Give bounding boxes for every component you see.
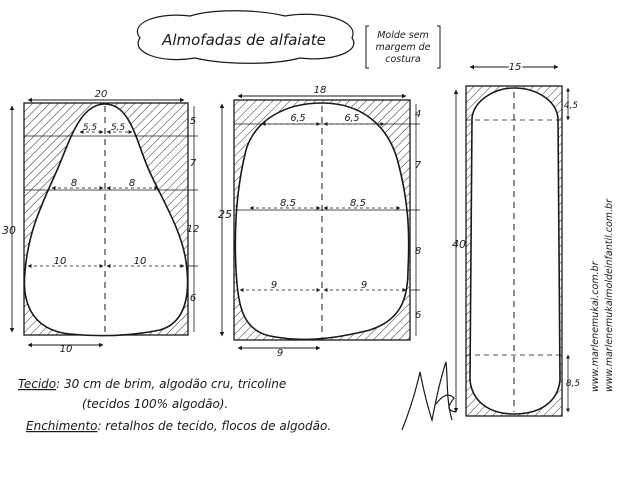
piece-2-half-3-left: 9 bbox=[271, 280, 277, 291]
piece-1-half-2-left: 8 bbox=[71, 178, 77, 189]
enchimento-label: Enchimento bbox=[26, 419, 97, 433]
piece-2-half-3-right: 9 bbox=[361, 280, 367, 291]
materials-notes: Tecido: 30 cm de brim, algodão cru, tric… bbox=[18, 377, 331, 433]
piece-1-half-top-right: 5,5 bbox=[111, 123, 126, 133]
piece-3-bottom-seg: 8,5 bbox=[566, 379, 581, 389]
enchimento-text: : retalhos de tecido, flocos de algodão. bbox=[97, 419, 331, 433]
piece-3-height: 40 bbox=[452, 238, 466, 251]
piece-1-shape bbox=[23, 103, 189, 337]
piece-1-width: 20 bbox=[95, 89, 108, 100]
piece-1-seg-4: 6 bbox=[190, 293, 196, 304]
note-line-3: costura bbox=[385, 54, 421, 65]
tecido-text: : 30 cm de brim, algodão cru, tricoline bbox=[56, 377, 286, 391]
piece-1-half-2-right: 8 bbox=[129, 178, 135, 189]
piece-1-seg-2: 7 bbox=[190, 158, 197, 169]
tecido-label: Tecido bbox=[18, 377, 56, 391]
piece-2-height: 25 bbox=[218, 208, 232, 221]
svg-text:Enchimento: retalhos de tecido: Enchimento: retalhos de tecido, flocos d… bbox=[26, 419, 331, 433]
piece-3-width: 15 bbox=[509, 62, 522, 73]
svg-text:Tecido: 30 cm de brim, algodão: Tecido: 30 cm de brim, algodão cru, tric… bbox=[18, 377, 286, 391]
piece-1-half-3-right: 10 bbox=[134, 256, 147, 267]
piece-2: 18 6,5 6,5 8,5 8,5 9 9 9 25 4 7 8 6 bbox=[218, 85, 422, 359]
piece-2-half-2-left: 8,5 bbox=[280, 198, 296, 209]
piece-2-bottom: 9 bbox=[277, 348, 283, 359]
piece-2-half-top-right: 6,5 bbox=[344, 113, 359, 124]
piece-1-seg-3: 12 bbox=[187, 224, 200, 235]
signature-scribble bbox=[401, 361, 457, 431]
piece-1-bottom: 10 bbox=[60, 344, 73, 355]
piece-3-top-seg: 4,5 bbox=[564, 101, 579, 111]
note-line-1: Molde sem bbox=[377, 30, 429, 41]
title-cloud: Almofadas de alfaiate bbox=[137, 10, 355, 64]
piece-1: 20 5,5 5,5 8 8 10 10 10 30 5 7 12 6 bbox=[2, 89, 199, 355]
piece-2-width: 18 bbox=[314, 85, 327, 96]
piece-2-seg-4: 6 bbox=[415, 310, 421, 321]
piece-3-shape bbox=[469, 87, 561, 415]
piece-2-half-2-right: 8,5 bbox=[350, 198, 366, 209]
piece-2-half-top-left: 6,5 bbox=[290, 113, 305, 124]
piece-2-seg-3: 8 bbox=[415, 246, 421, 257]
piece-1-height: 30 bbox=[2, 224, 16, 237]
piece-1-half-3-left: 10 bbox=[54, 256, 67, 267]
tecido-text-2: (tecidos 100% algodão). bbox=[82, 397, 228, 411]
piece-2-seg-1: 4 bbox=[415, 109, 421, 120]
piece-2-seg-2: 7 bbox=[415, 160, 422, 171]
title-text: Almofadas de alfaiate bbox=[161, 31, 326, 49]
note-line-2: margem de bbox=[375, 42, 430, 53]
piece-3: 15 40 4,5 8,5 bbox=[452, 60, 581, 417]
side-url-2: www.marlenemukaimoldeinfantil.com.br bbox=[604, 198, 615, 392]
piece-1-half-top-left: 5,5 bbox=[83, 123, 98, 133]
piece-1-seg-1: 5 bbox=[190, 116, 196, 127]
note-box: Molde sem margem de costura bbox=[365, 25, 441, 69]
side-url-1: www.marlenemukai.com.br bbox=[590, 260, 601, 392]
